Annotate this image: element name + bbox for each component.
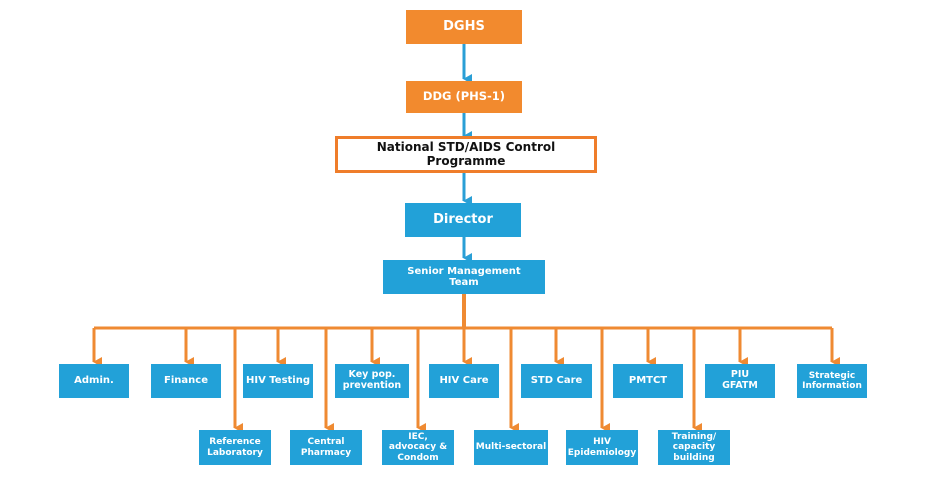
unit-multi-sectoral-label: Multi-sectoral [475,442,547,453]
unit-admin-label: Admin. [74,375,114,387]
unit-hiv-testing-label: HIV Testing [245,375,311,387]
unit-strategic-information-label: Strategic Information [802,370,862,391]
senior-management-team-label: Senior Management Team [407,265,521,289]
unit-reference-laboratory: Reference Laboratory [199,430,271,465]
ddg-label: DDG (PHS-1) [422,89,506,104]
unit-iec-advocacy-condom: IEC, advocacy & Condom [382,430,454,465]
ddg-box: DDG (PHS-1) [406,81,522,113]
unit-piu-gfatm: PIU GFATM [705,364,775,398]
unit-std-care-label: STD Care [530,375,583,387]
unit-reference-laboratory-label: Reference Laboratory [207,437,263,458]
unit-multi-sectoral: Multi-sectoral [474,430,548,465]
senior-management-team-box: Senior Management Team [383,260,545,294]
unit-hiv-epidemiology-label: HIV Epidemiology [567,437,637,458]
unit-key-pop-prevention: Key pop. prevention [335,364,409,398]
unit-pmtct-label: PMTCT [628,375,668,387]
dghs-label: DGHS [443,18,485,34]
unit-hiv-care-label: HIV Care [439,375,489,387]
unit-hiv-care: HIV Care [429,364,499,398]
director-box: Director [405,203,521,237]
director-label: Director [433,211,493,227]
unit-pmtct: PMTCT [613,364,683,398]
unit-hiv-testing: HIV Testing [243,364,313,398]
unit-std-care: STD Care [521,364,592,398]
unit-training-capacity-building-label: Training/ capacity building [671,431,717,463]
unit-central-pharmacy: Central Pharmacy [290,430,362,465]
programme-label: National STD/AIDS Control Programme [376,139,556,168]
dghs-box: DGHS [406,10,522,44]
unit-finance: Finance [151,364,221,398]
unit-training-capacity-building: Training/ capacity building [658,430,730,465]
unit-admin: Admin. [59,364,129,398]
unit-piu-gfatm-label: PIU GFATM [722,369,758,391]
unit-central-pharmacy-label: Central Pharmacy [300,437,352,458]
unit-key-pop-prevention-label: Key pop. prevention [342,369,402,391]
unit-hiv-epidemiology: HIV Epidemiology [566,430,638,465]
programme-box: National STD/AIDS Control Programme [335,136,597,173]
unit-finance-label: Finance [164,375,208,387]
unit-strategic-information: Strategic Information [797,364,867,398]
unit-iec-advocacy-condom-label: IEC, advocacy & Condom [388,431,448,463]
